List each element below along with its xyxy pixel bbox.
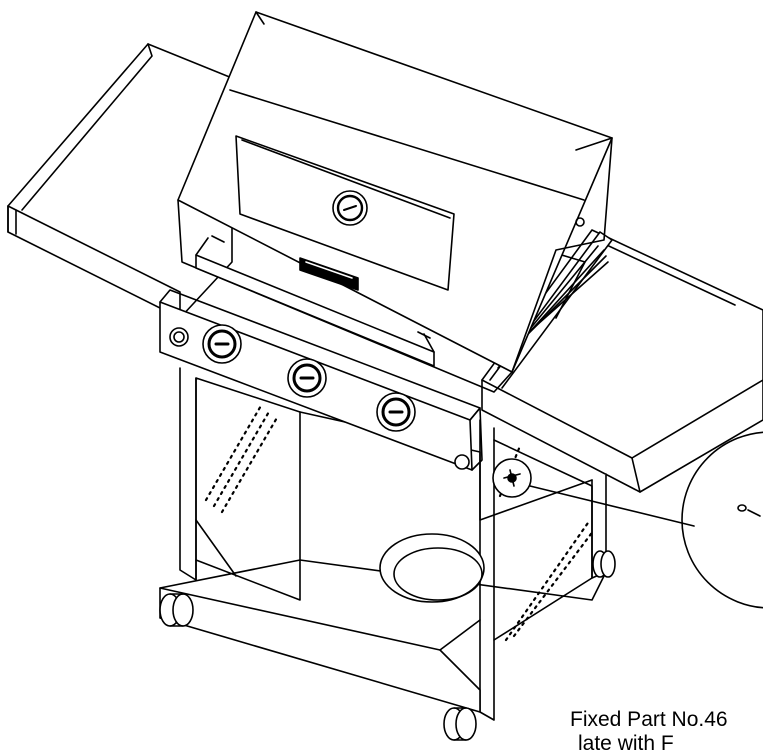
casters [159, 550, 616, 741]
thermometer-icon [332, 190, 368, 226]
hood-handle [195, 235, 435, 367]
control-knob-center[interactable] [287, 358, 327, 398]
caster-front-left [159, 593, 194, 627]
caption-line-1: Fixed Part No.46 [570, 708, 728, 731]
control-panel [159, 289, 483, 471]
control-knob-right[interactable] [376, 392, 416, 432]
magnified-view-circle [681, 431, 763, 609]
control-knob-left[interactable] [202, 324, 242, 364]
caster-front-right [443, 707, 477, 741]
brand-badge-icon [299, 257, 359, 291]
caster-back-right [592, 550, 616, 578]
caption-line-2: late with F [578, 732, 674, 755]
fastener-hole-icon [737, 504, 747, 512]
fastener-callout [492, 431, 763, 609]
igniter-icon[interactable] [169, 327, 189, 347]
